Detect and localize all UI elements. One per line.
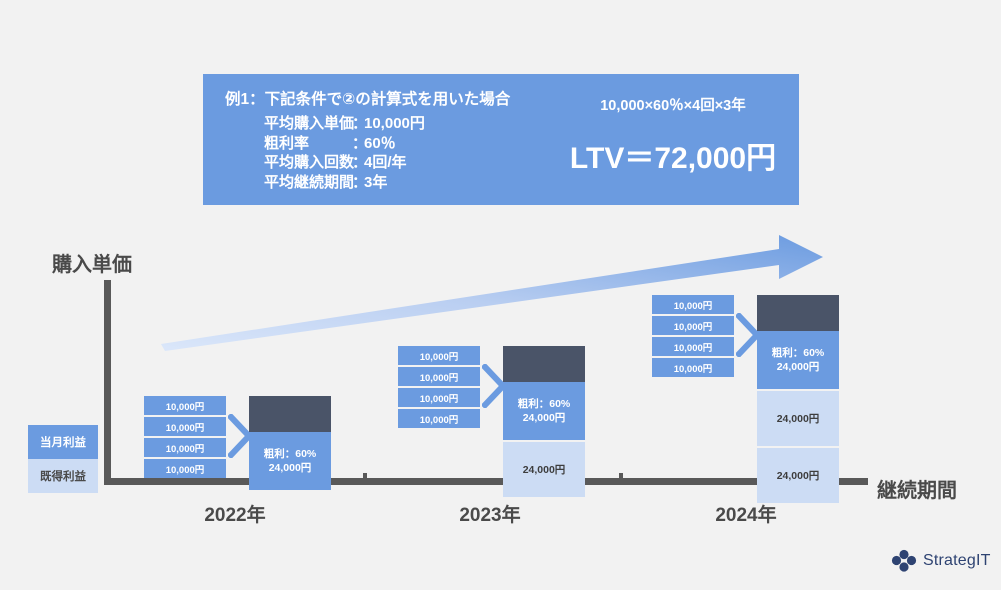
year-label-2024: 2024年 bbox=[715, 505, 777, 526]
profit-column-2022: 粗利：60% 24,000円 bbox=[249, 396, 331, 490]
unit-price-bar: 10,000円 bbox=[652, 316, 734, 335]
callout-title: 例1：下記条件で②の計算式を用いた場合 bbox=[225, 91, 511, 108]
unit-price-bars-2023: 10,000円 10,000円 10,000円 10,000円 bbox=[398, 346, 480, 428]
unit-price-bar: 10,000円 bbox=[398, 346, 480, 365]
y-axis-line bbox=[104, 280, 111, 485]
existing-profit-block: 24,000円 bbox=[503, 442, 585, 497]
y-axis-label: 購入単価 bbox=[52, 254, 132, 276]
condition-row: 粗利率 ： 60％ bbox=[264, 134, 555, 154]
profit-rate-label: 粗利：60% bbox=[263, 448, 317, 460]
four-dots-logo-icon bbox=[891, 549, 917, 572]
legend-label: 既得利益 bbox=[40, 471, 86, 483]
x-axis-line bbox=[104, 478, 868, 485]
condition-label: 平均継続期間 bbox=[264, 173, 355, 191]
existing-profit-block: 24,000円 bbox=[757, 448, 839, 503]
condition-value: 3年 bbox=[364, 173, 388, 191]
current-profit-block: 粗利：60% 24,000円 bbox=[757, 331, 839, 389]
unit-price-bar: 10,000円 bbox=[398, 367, 480, 386]
unit-price-bar: 10,000円 bbox=[652, 358, 734, 377]
condition-row: 平均継続期間 ： 3年 bbox=[264, 173, 555, 193]
profit-amount-label: 24,000円 bbox=[268, 462, 312, 474]
legend-item-current-profit: 当月利益 bbox=[28, 425, 98, 459]
profit-rate-label: 粗利：60% bbox=[771, 347, 825, 359]
unit-price-bars-2022: 10,000円 10,000円 10,000円 10,000円 bbox=[144, 396, 226, 478]
profit-column-2023: 粗利：60% 24,000円 24,000円 bbox=[503, 346, 585, 497]
condition-list: 平均購入単価 ： 10,000円 粗利率 ： 60％ 平均購入回数 ： 4回/年… bbox=[225, 114, 555, 192]
ltv-formula: 10,000×60％×4回×3年 bbox=[600, 98, 746, 114]
unit-price-bar: 10,000円 bbox=[652, 337, 734, 356]
profit-amount-label: 24,000円 bbox=[776, 361, 820, 373]
condition-row: 平均購入単価 ： 10,000円 bbox=[264, 114, 555, 134]
x-axis-tick bbox=[619, 473, 623, 479]
unit-price-bar: 10,000円 bbox=[144, 459, 226, 478]
condition-label: 平均購入回数 bbox=[264, 154, 355, 171]
column-cap-dark bbox=[249, 396, 331, 432]
current-profit-block: 粗利：60% 24,000円 bbox=[503, 382, 585, 440]
column-cap-dark bbox=[503, 346, 585, 382]
x-axis-tick bbox=[363, 473, 367, 479]
condition-separator: ： bbox=[352, 154, 368, 171]
condition-value: 60％ bbox=[364, 134, 396, 152]
unit-price-bar: 10,000円 bbox=[652, 295, 734, 314]
legend-item-existing-profit: 既得利益 bbox=[28, 459, 98, 493]
example-callout-box: 例1：下記条件で②の計算式を用いた場合 平均購入単価 ： 10,000円 粗利率… bbox=[203, 74, 799, 205]
unit-price-bar: 10,000円 bbox=[144, 438, 226, 457]
year-label-2023: 2023年 bbox=[459, 505, 521, 526]
logo-wordmark: StrategIT bbox=[923, 552, 991, 569]
brand-logo: StrategIT bbox=[891, 549, 991, 573]
condition-separator: ： bbox=[352, 115, 368, 132]
current-profit-block: 粗利：60% 24,000円 bbox=[249, 432, 331, 490]
profit-rate-label: 粗利：60% bbox=[517, 398, 571, 410]
unit-price-bar: 10,000円 bbox=[398, 388, 480, 407]
callout-result-block: 10,000×60％×4回×3年 LTV＝72,000円 bbox=[558, 94, 788, 177]
condition-separator: ： bbox=[352, 173, 368, 191]
existing-profit-block: 24,000円 bbox=[757, 391, 839, 446]
x-axis-label: 継続期間 bbox=[877, 480, 957, 502]
condition-row: 平均購入回数 ： 4回/年 bbox=[264, 153, 555, 173]
condition-label: 平均購入単価 bbox=[264, 115, 355, 132]
column-cap-dark bbox=[757, 295, 839, 331]
condition-label: 粗利率 bbox=[264, 134, 310, 152]
unit-price-bar: 10,000円 bbox=[398, 409, 480, 428]
unit-price-bar: 10,000円 bbox=[144, 396, 226, 415]
profit-column-2024: 粗利：60% 24,000円 24,000円 24,000円 bbox=[757, 295, 839, 503]
unit-price-bars-2024: 10,000円 10,000円 10,000円 10,000円 bbox=[652, 295, 734, 377]
callout-conditions-block: 例1：下記条件で②の計算式を用いた場合 平均購入単価 ： 10,000円 粗利率… bbox=[225, 87, 555, 192]
condition-separator: ： bbox=[352, 134, 368, 152]
unit-price-bar: 10,000円 bbox=[144, 417, 226, 436]
year-label-2022: 2022年 bbox=[204, 505, 266, 526]
legend-label: 当月利益 bbox=[40, 437, 86, 449]
condition-value: 4回/年 bbox=[364, 154, 407, 171]
ltv-result: LTV＝72,000円 bbox=[569, 142, 777, 175]
legend: 当月利益 既得利益 bbox=[28, 425, 98, 493]
condition-value: 10,000円 bbox=[364, 115, 425, 132]
profit-amount-label: 24,000円 bbox=[522, 412, 566, 424]
